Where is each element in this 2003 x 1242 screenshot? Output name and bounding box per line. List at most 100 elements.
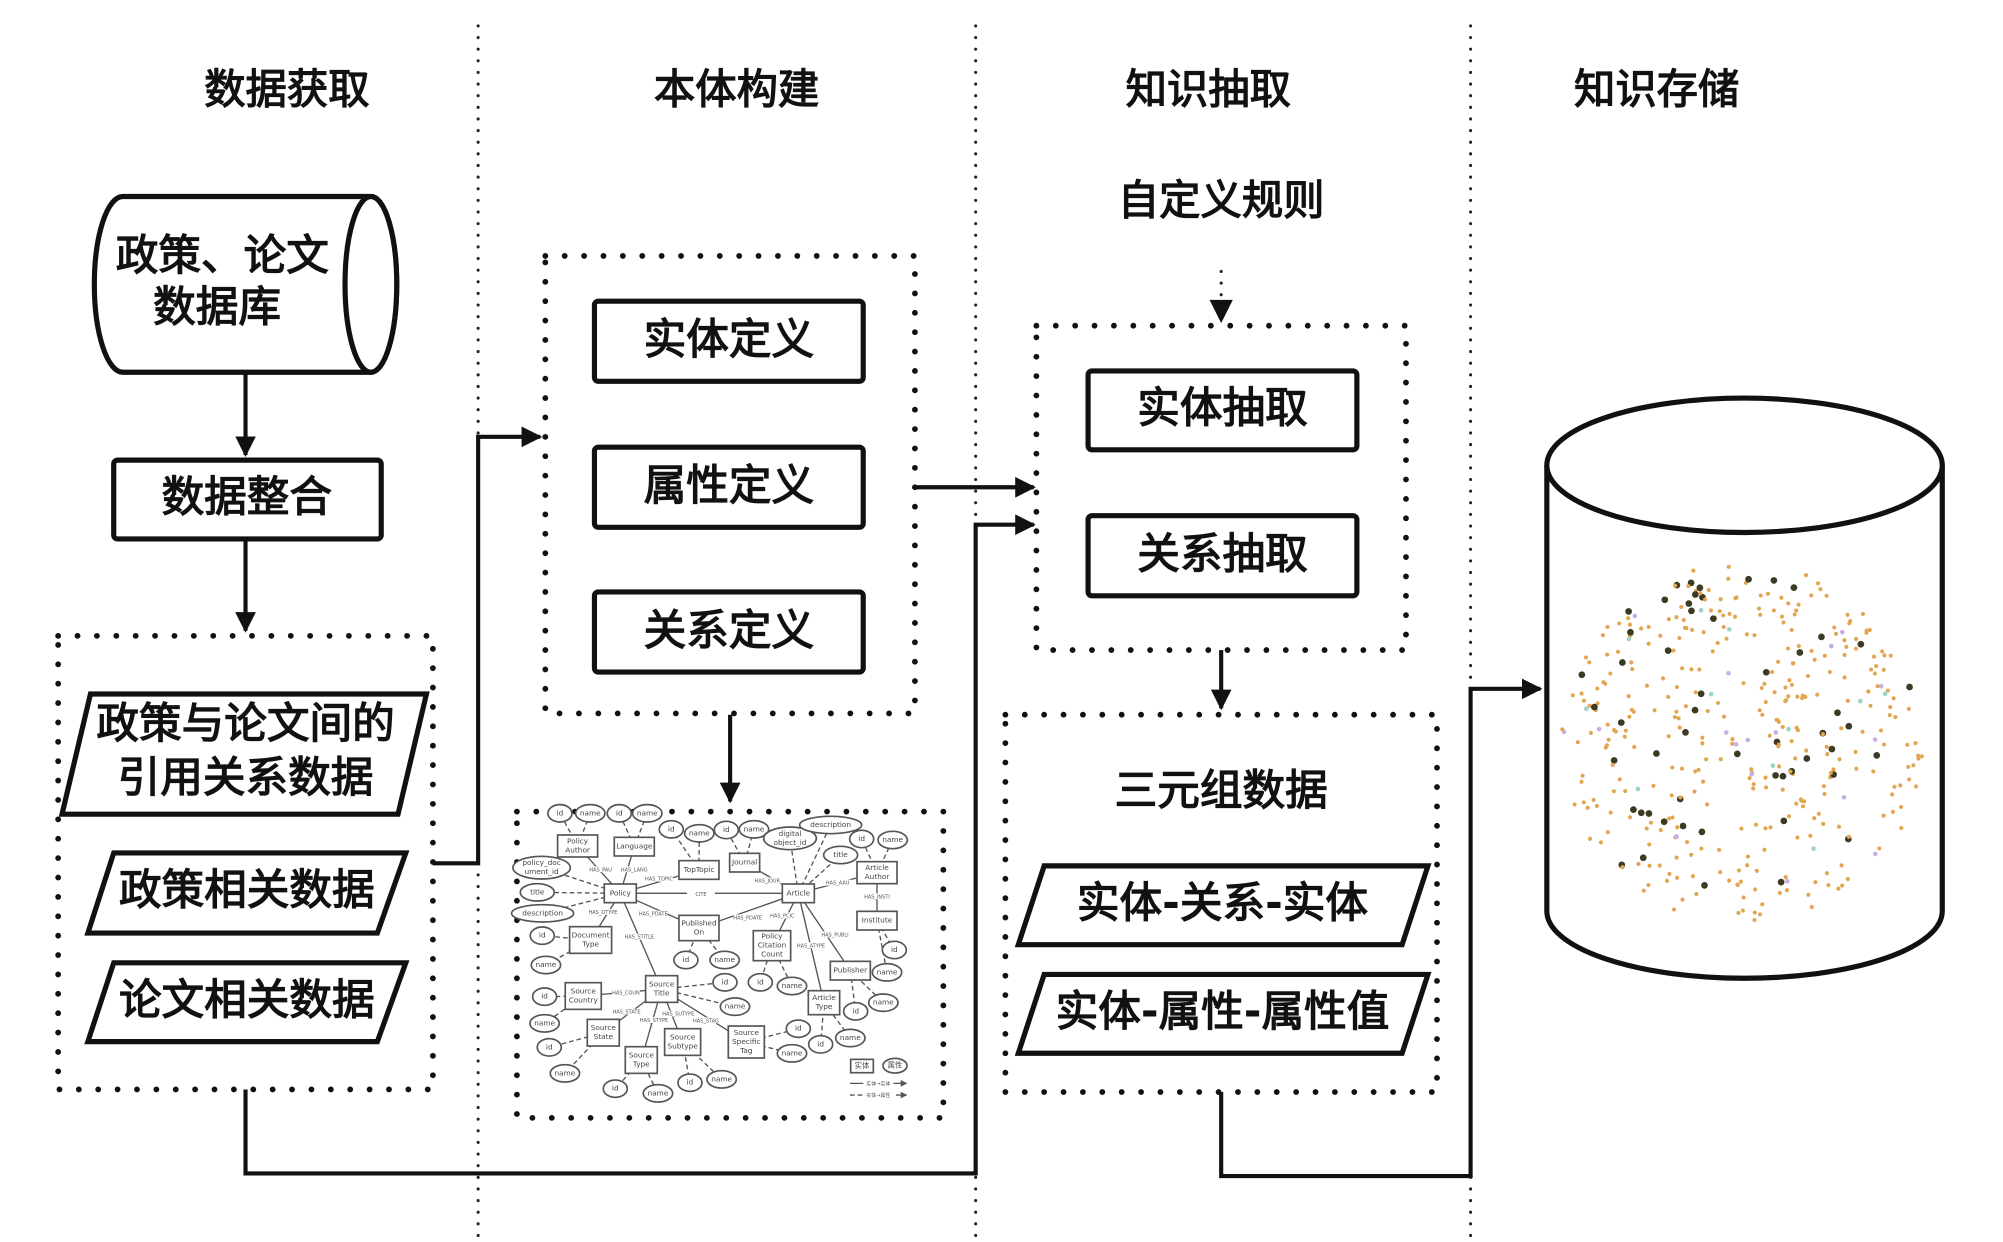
er-relation-label: HAS_AAU — [826, 880, 850, 886]
graph-node — [1603, 745, 1608, 750]
graph-node — [1718, 597, 1723, 602]
er-attribute — [529, 926, 556, 946]
graph-node — [1872, 671, 1878, 676]
graph-node — [1741, 895, 1746, 900]
graph-node — [1845, 876, 1850, 882]
graph-node — [1721, 714, 1727, 719]
er-relation-label: CITE — [695, 891, 706, 897]
graph-node — [1726, 576, 1731, 581]
graph-node — [1588, 730, 1593, 735]
graph-node — [1800, 804, 1806, 809]
graph-node — [1691, 591, 1699, 598]
graph-node — [1834, 709, 1841, 717]
heading-ontology: 本体构建 — [654, 65, 820, 113]
er-entity — [727, 1025, 766, 1059]
graph-node — [1780, 724, 1785, 730]
graph-node — [1878, 728, 1884, 733]
graph-node — [1617, 719, 1625, 726]
graph-node — [1674, 834, 1679, 839]
graph-node — [1857, 640, 1865, 648]
graph-node — [1758, 593, 1763, 598]
graph-node — [1710, 649, 1715, 654]
er-relation-label: HAS_JOUR — [755, 878, 781, 884]
graph-node — [1783, 875, 1788, 880]
er-attribute — [807, 1034, 834, 1054]
graph-node — [1579, 779, 1584, 784]
graph-node — [1911, 763, 1916, 768]
graph-node — [1693, 769, 1698, 774]
graph-node — [1698, 591, 1703, 596]
graph-node — [1836, 824, 1842, 829]
citation-data-shape — [58, 691, 430, 817]
graph-node — [1776, 659, 1781, 664]
graph-node — [1623, 788, 1628, 794]
er-attribute-line — [685, 927, 700, 961]
graph-node — [1639, 626, 1644, 631]
graph-node — [1898, 804, 1904, 810]
er-relation-label-bg — [753, 877, 782, 884]
graph-node — [1825, 752, 1830, 757]
er-attribute-label: description — [522, 908, 563, 917]
er-attribute — [842, 1001, 869, 1021]
legend-entity-attribute-label: 实体→属性 — [866, 1092, 890, 1099]
graph-node — [1674, 615, 1679, 620]
graph-node — [1608, 810, 1613, 815]
graph-node — [1630, 806, 1637, 814]
graph-node — [1913, 784, 1919, 789]
graph-node — [1646, 624, 1651, 630]
graph-node — [1745, 854, 1751, 859]
graph-node — [1771, 608, 1776, 613]
er-relation-label: HAS_TOPIC — [645, 876, 673, 882]
graph-node — [1691, 706, 1699, 714]
graph-node — [1913, 741, 1918, 746]
graph-node — [1667, 816, 1672, 821]
er-attribute-label: id — [539, 931, 546, 940]
graph-node — [1820, 732, 1825, 737]
graph-node — [1752, 917, 1757, 923]
paper-data-label: 论文相关数据 — [119, 975, 375, 1025]
graph-node — [1670, 765, 1675, 770]
graph-node — [1698, 607, 1704, 613]
graph-node — [1906, 764, 1911, 769]
er-relation-label-bg — [862, 893, 892, 900]
graph-node — [1888, 653, 1893, 658]
graph-node — [1780, 787, 1785, 792]
graph-node — [1647, 863, 1652, 868]
graph-node — [1818, 633, 1825, 641]
graph-node — [1605, 722, 1610, 727]
graph-node — [1753, 887, 1758, 892]
graph-node — [1630, 667, 1635, 672]
graph-node — [1700, 779, 1706, 784]
er-attribute — [747, 972, 774, 992]
legend-label-bg — [863, 1080, 894, 1087]
graph-node — [1721, 613, 1726, 618]
graph-node — [1727, 878, 1732, 883]
graph-node — [1757, 912, 1763, 917]
graph-node — [1738, 879, 1743, 884]
graph-node — [1795, 694, 1800, 699]
graph-node — [1691, 568, 1696, 573]
er-relation-label-bg — [611, 989, 640, 996]
graph-node — [1874, 664, 1879, 669]
er-relation-label: HAS_PDATE — [639, 911, 668, 917]
graph-node — [1786, 814, 1792, 819]
er-entity-label: Institute — [862, 916, 893, 925]
er-attribute-label: id — [687, 1078, 694, 1087]
graph-node — [1812, 816, 1817, 821]
er-attribute-line — [542, 892, 621, 914]
er-entity — [829, 960, 872, 981]
graph-node — [1784, 698, 1789, 703]
graph-node — [1751, 782, 1756, 787]
er-diagram-group — [513, 808, 947, 1121]
legend-attribute-label: 属性 — [888, 1061, 903, 1070]
er-attribute-label: id — [817, 1039, 824, 1048]
er-attribute — [785, 1019, 812, 1039]
er-entity-label: Journal — [731, 858, 757, 867]
graph-node — [1846, 834, 1851, 839]
graph-node — [1723, 730, 1729, 735]
graph-node — [1670, 815, 1675, 820]
